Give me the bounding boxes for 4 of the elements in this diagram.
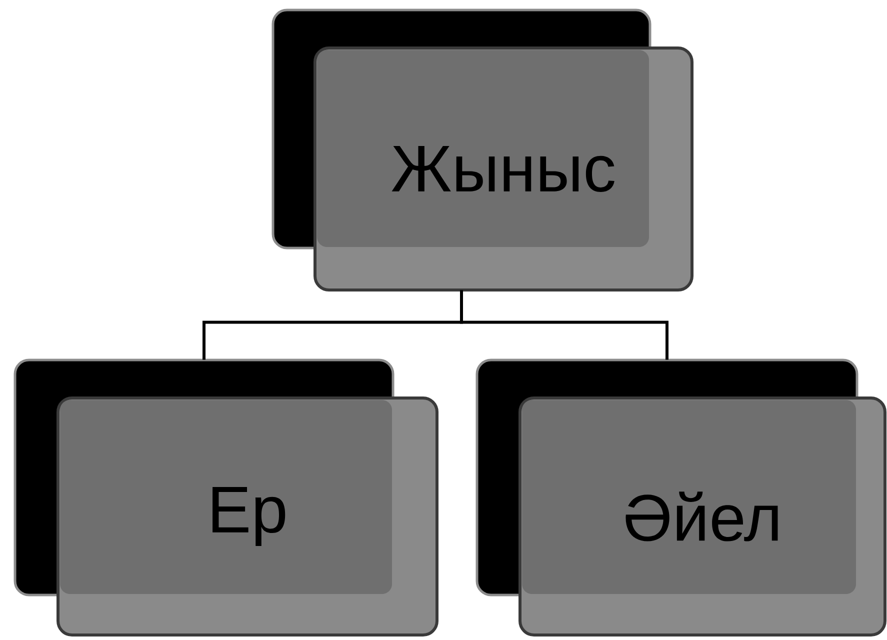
connector-line [460,290,668,360]
process-box: Ер [14,358,438,636]
process-box: Әйел [476,358,886,636]
process-box: Жыныс [272,8,694,292]
